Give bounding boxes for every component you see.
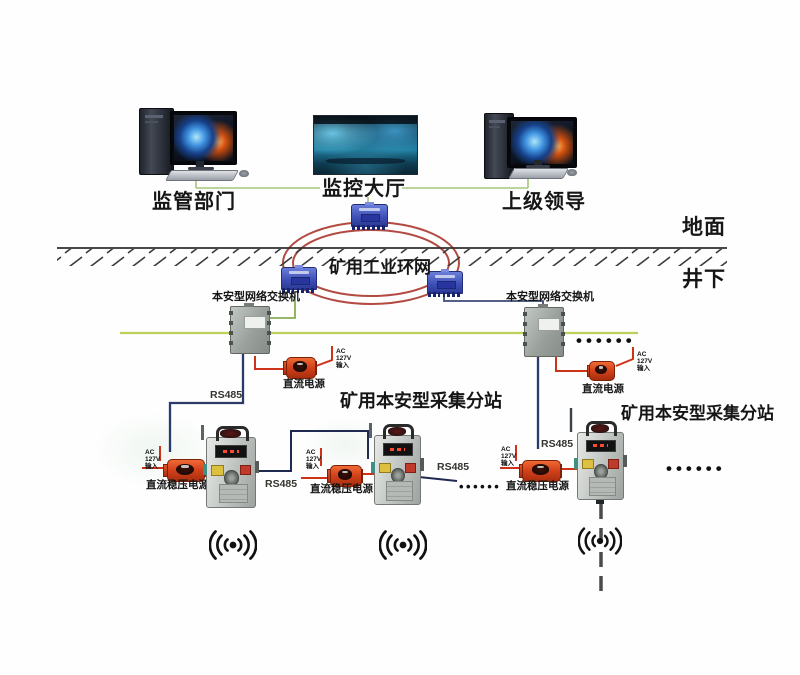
pc-monitor [170,111,237,165]
monitor-stand [534,160,542,166]
mouse [239,170,249,177]
dc-power-supply [587,361,615,381]
rs485-label: RS485 [210,389,243,401]
collection-substation [369,423,424,505]
monitoring-hall-photo [313,115,418,175]
wireless-signal-icon [578,524,622,558]
network-switch-left [229,303,271,354]
substation-title-right: 矿用本安型采集分站 [621,404,774,423]
mouse [567,169,577,176]
rs485-label: RS485 [265,478,298,490]
photo-desks [326,157,405,164]
monitor-stand [196,161,204,168]
wireless-signal-icon [379,527,427,563]
rs485-wires [168,352,540,482]
supervision-label: 监管部门 [152,191,236,213]
globe-screen-image [511,121,573,164]
ellipsis: •••••• [459,479,502,494]
underground-label: 井下 [682,268,726,291]
monitor-stand-base [188,167,214,170]
leader-label: 上级领导 [502,191,586,213]
monitor-stand-base [526,165,550,168]
dc-regulated-power-label: 直流稳压电源 [310,483,373,495]
network-switch-right [523,304,565,357]
substation3-bottom-connector [596,497,604,504]
rs485-label: RS485 [437,461,470,473]
dc-power-label: 直流电源 [582,383,624,395]
substation-title-center: 矿用本安型采集分站 [340,391,502,411]
collection-substation [574,421,627,500]
ring-switch-top [351,202,388,230]
dc-regulated-power-supply [163,459,207,482]
pc-tower [139,108,174,175]
ring-network-label: 矿用工业环网 [329,258,431,277]
ellipsis: •••••• [666,459,726,478]
ground-label: 地面 [682,216,726,239]
photo-ceiling [314,116,417,125]
keyboard [165,170,239,181]
wire-ring-to-left-switch [269,295,296,319]
ring-switch-right [427,269,463,297]
ellipsis: •••••• [576,331,636,350]
pc-monitor [507,117,577,168]
ground-hatch [57,249,727,266]
collection-substation [201,425,259,508]
dc-regulated-power-label: 直流稳压电源 [146,479,209,491]
dc-regulated-power-label: 直流稳压电源 [506,480,569,492]
dc-regulated-power-supply [327,465,363,487]
dc-regulated-power-supply [519,460,562,482]
ring-switch-left [281,265,317,293]
dc-power-supply [283,357,317,379]
wireless-signal-icon [209,527,257,563]
keyboard [508,168,569,179]
dc-power-label: 直流电源 [283,378,325,390]
rs485-label: RS485 [541,438,574,450]
left-switch-label: 本安型网络交换机 [212,291,300,303]
hall-label: 监控大厅 [322,178,406,200]
right-switch-label: 本安型网络交换机 [506,291,594,303]
globe-screen-image [174,115,233,161]
